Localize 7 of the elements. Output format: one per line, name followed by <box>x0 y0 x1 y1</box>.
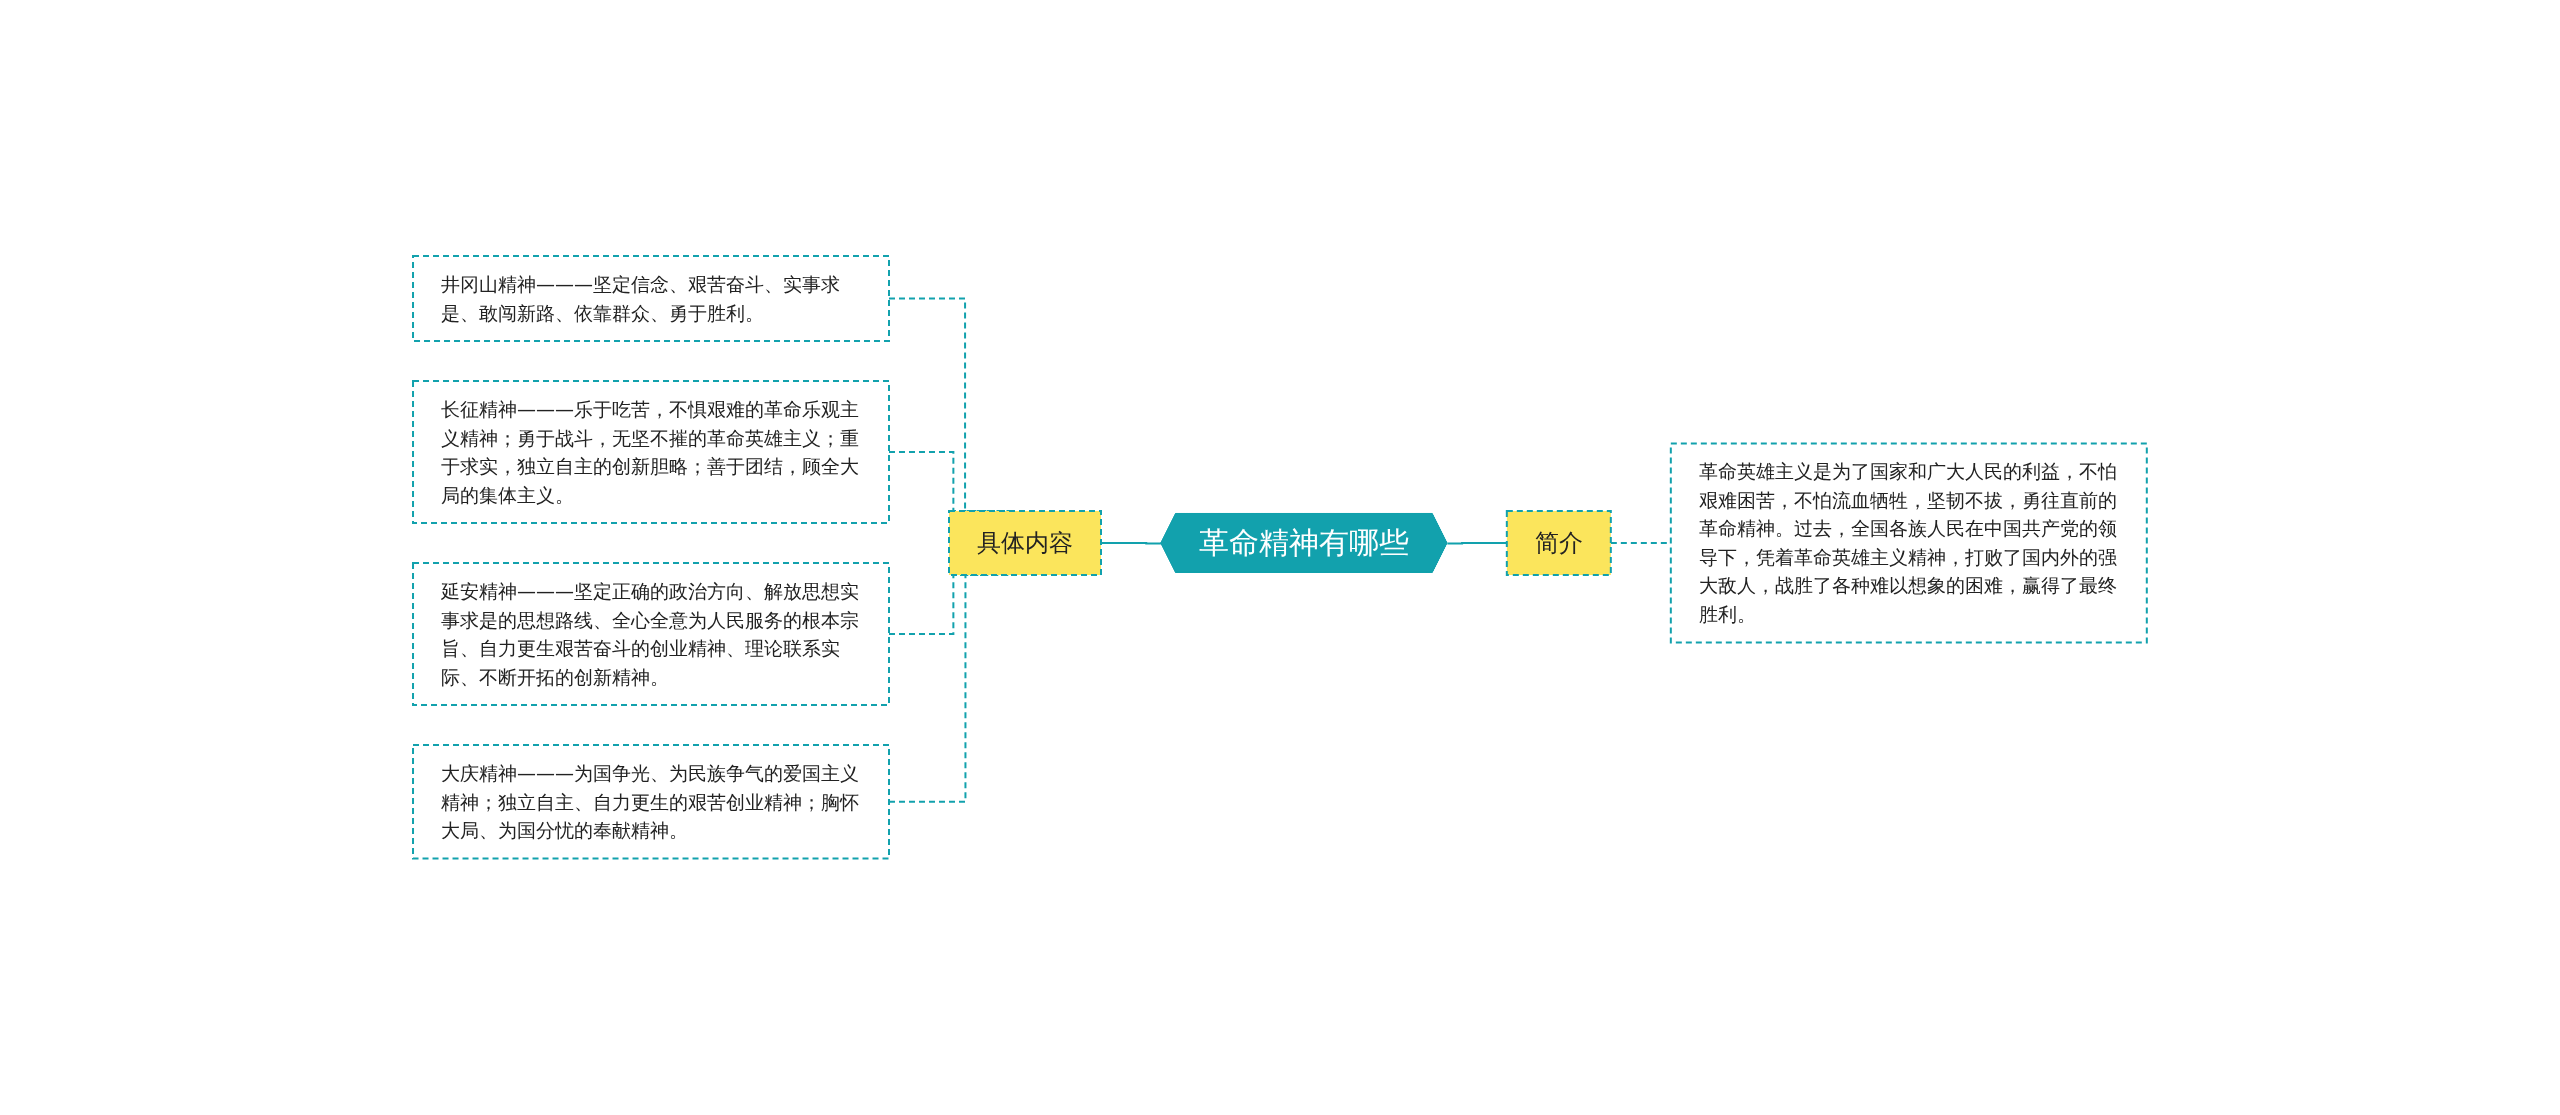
node-box: 革命英雄主义是为了国家和广大人民的利益，不怕艰难困苦，不怕流血牺牲，坚韧不拔，勇往直前的革命精神。过去，全国各族人民在中国共产党的领导下，凭着革命英雄主义精神，打败了国内外的强大敌人，战胜了各种难以想象的困难，赢得了最终胜利。 <box>1669 442 2148 644</box>
node-box: 井冈山精神———坚定信念、艰苦奋斗、实事求是、敢闯新路、依靠群众、勇于胜利。 <box>412 255 891 343</box>
node-box: 长征精神———乐于吃苦，不惧艰难的革命乐观主义精神；勇于战斗，无坚不摧的革命英雄主义；重于求实，独立自主的创新胆略；善于团结，顾全大局的集体主义。 <box>412 380 891 525</box>
node-box: 具体内容 <box>948 510 1103 577</box>
node-box: 简介 <box>1505 510 1612 577</box>
node-box: 大庆精神———为国争光、为民族争气的爱国主义精神；独立自主、自力更生的艰苦创业精神；胸怀大局、为国分忧的奉献精神。 <box>412 744 891 860</box>
node-box: 延安精神———坚定正确的政治方向、解放思想实事求是的思想路线、全心全意为人民服务的根本宗旨、自力更生艰苦奋斗的创业精神、理论联系实际、不断开拓的创新精神。 <box>412 562 891 707</box>
